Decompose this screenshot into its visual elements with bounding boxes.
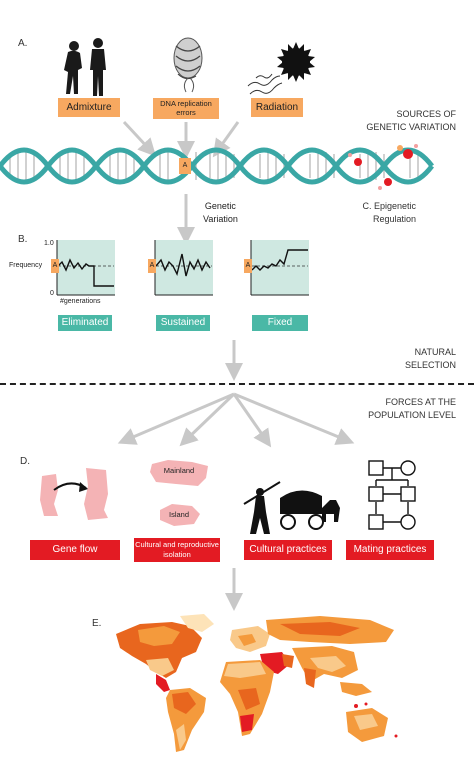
sources-title: SOURCES OF GENETIC VARIATION <box>330 108 456 134</box>
genetic-variation-line1: Genetic <box>204 201 236 211</box>
island-label: Island <box>168 510 189 519</box>
plot-fixed <box>250 240 309 296</box>
epigenetic-label: C. Epigenetic Regulation <box>330 200 416 226</box>
world-map <box>116 614 398 752</box>
island-shape <box>160 504 200 526</box>
forces-label: FORCES AT THE POPULATION LEVEL <box>330 396 456 422</box>
y-max-label: 1.0 <box>44 240 54 247</box>
section-e-label: E. <box>92 618 102 629</box>
force-gene-flow: Gene flow <box>30 540 120 560</box>
cultural-practices-icon <box>243 481 340 534</box>
outcome-eliminated: Eliminated <box>58 315 112 331</box>
dna-replication-icon <box>173 37 203 93</box>
allele-tag-fixed: A <box>244 259 252 273</box>
natural-selection-line1: NATURAL <box>414 347 456 357</box>
natural-selection-line2: SELECTION <box>404 360 456 370</box>
plot-eliminated <box>56 240 115 296</box>
source-dna-replication-errors: DNA replication errors <box>153 98 219 119</box>
forces-line2: POPULATION LEVEL <box>368 410 456 420</box>
radiation-icon <box>247 42 315 95</box>
x-axis-label: #generations <box>60 298 101 305</box>
gene-flow-icon <box>40 468 108 520</box>
genetic-variation-line2: Variation <box>203 214 238 224</box>
mating-practices-pedigree-icon <box>368 460 416 530</box>
dna-helix <box>0 144 434 190</box>
source-radiation: Radiation <box>251 98 303 117</box>
section-a-label: A. <box>18 38 28 49</box>
y-axis-label: Frequency <box>9 262 43 269</box>
sources-title-line2: GENETIC VARIATION <box>366 122 456 132</box>
allele-tag-eliminated: A <box>51 259 59 273</box>
natural-selection-label: NATURAL SELECTION <box>360 346 456 372</box>
mainland-shape <box>150 460 208 486</box>
outcome-fixed: Fixed <box>252 315 308 331</box>
selection-divider <box>0 383 474 385</box>
admixture-figures-icon <box>64 38 106 96</box>
y-min-label: 0 <box>50 290 54 297</box>
force-cultural-reproductive-isolation: Cultural and reproductive isolation <box>134 538 220 562</box>
sources-title-line1: SOURCES OF <box>396 109 456 119</box>
plot-sustained <box>154 240 213 296</box>
epigenetic-line1: C. Epigenetic <box>362 201 416 211</box>
genetic-variation-label: Genetic Variation <box>203 200 238 226</box>
mainland-label: Mainland <box>163 466 195 475</box>
force-cultural-practices: Cultural practices <box>244 540 332 560</box>
outcome-sustained: Sustained <box>156 315 210 331</box>
epigenetic-line2: Regulation <box>372 214 416 224</box>
forces-line1: FORCES AT THE <box>385 397 456 407</box>
dna-allele-label: A <box>182 162 188 169</box>
force-mating-practices: Mating practices <box>346 540 434 560</box>
section-b-label: B. <box>18 234 28 245</box>
allele-tag-sustained: A <box>148 259 156 273</box>
source-admixture: Admixture <box>58 98 120 117</box>
section-d-label: D. <box>20 456 30 467</box>
